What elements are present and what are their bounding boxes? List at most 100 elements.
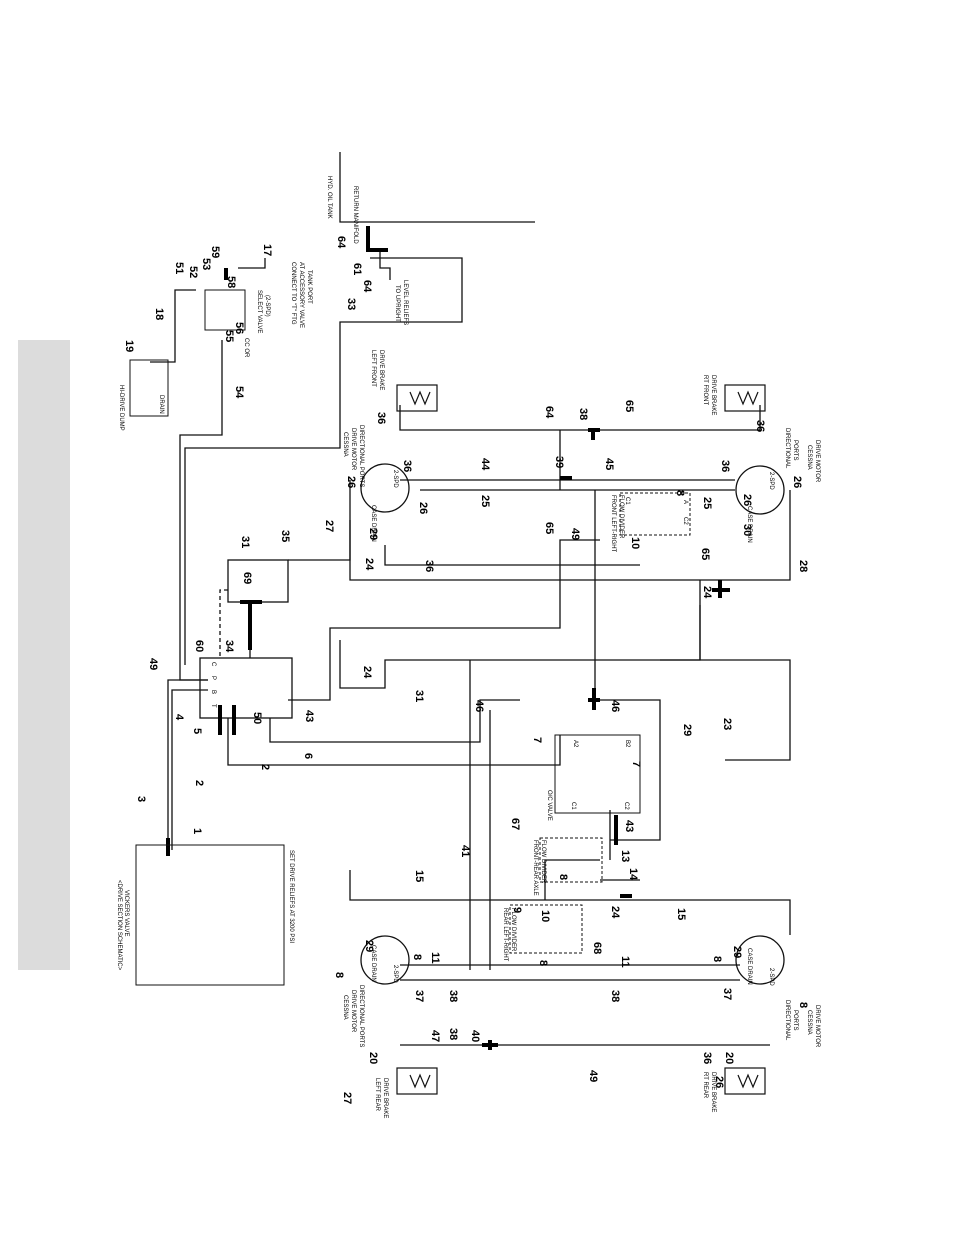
callout: 61 bbox=[351, 263, 363, 275]
callout: 25 bbox=[479, 495, 491, 507]
drive-brakes bbox=[396, 384, 766, 1095]
front-left-directional-ports: DIRECTIONAL PORTS bbox=[358, 425, 364, 487]
line-64-top bbox=[399, 405, 761, 431]
callout: 7 bbox=[630, 761, 642, 767]
vickers-valve bbox=[135, 844, 285, 986]
callout: 26 bbox=[741, 494, 753, 506]
fittings bbox=[166, 226, 730, 1050]
front-right-motor bbox=[735, 465, 785, 515]
callout: 29 bbox=[363, 940, 375, 952]
port-a2-oc: A2 bbox=[572, 740, 578, 748]
left-rear-brake-1: LEFT REAR bbox=[374, 1078, 380, 1112]
callout: 49 bbox=[569, 528, 581, 540]
callout: 5 bbox=[191, 728, 203, 734]
left-front-brake-2: DRIVE BRAKE bbox=[378, 350, 384, 390]
two-speed-fl: 2-SPD bbox=[392, 470, 398, 488]
callout: 36 bbox=[423, 560, 435, 572]
callout: 38 bbox=[577, 408, 589, 420]
line-35 bbox=[384, 545, 640, 566]
rear-left-cessna: CESSNA bbox=[342, 995, 348, 1020]
callout: 17 bbox=[261, 244, 273, 256]
case-drain-fl: CASE DRAIN bbox=[370, 505, 376, 542]
connect-note-2: AT ACCESSORY VALVE bbox=[298, 262, 304, 328]
rear-right-cessna: CESSNA bbox=[806, 1010, 812, 1035]
callout: 34 bbox=[223, 640, 235, 653]
callout: 27 bbox=[341, 1092, 353, 1104]
callout: 39 bbox=[553, 456, 565, 468]
callout: 25 bbox=[701, 497, 713, 509]
port-c1-oc: C1 bbox=[570, 802, 576, 810]
line-41 bbox=[288, 539, 600, 701]
port-c-stack: C bbox=[210, 662, 216, 667]
callout: 67 bbox=[509, 818, 521, 830]
hi-drive-dump-label: HI-DRIVE DUMP bbox=[118, 385, 124, 431]
callout: 24 bbox=[363, 558, 375, 571]
callout: 9 bbox=[511, 907, 523, 913]
line-3 bbox=[167, 679, 208, 850]
line-15 bbox=[349, 870, 791, 935]
callout: 64 bbox=[543, 406, 555, 419]
callout: 65 bbox=[543, 522, 555, 534]
callout: 23 bbox=[721, 718, 733, 730]
rt-rear-brake-2: DRIVE BRAKE bbox=[710, 1072, 716, 1112]
left-rear-brake bbox=[396, 1067, 438, 1095]
callout: 13 bbox=[619, 850, 631, 862]
callout: 60 bbox=[193, 640, 205, 652]
cc-or-label: CC OR bbox=[243, 338, 249, 358]
upright-relief-line bbox=[379, 250, 391, 280]
front-right-drive-motor: DRIVE MOTOR bbox=[814, 440, 820, 483]
rear-left-right-divider bbox=[509, 904, 583, 954]
left-rear-brake-2: DRIVE BRAKE bbox=[382, 1078, 388, 1118]
rear-right-directional: DIRECTIONAL bbox=[784, 1000, 790, 1041]
rt-front-brake-1: RT FRONT bbox=[702, 375, 708, 405]
callout: 7 bbox=[531, 737, 543, 743]
callout: 37 bbox=[413, 990, 425, 1002]
callout: 26 bbox=[417, 502, 429, 514]
front-left-drive-motor: DRIVE MOTOR bbox=[350, 428, 356, 471]
callout: 14 bbox=[627, 868, 639, 881]
select-valve-part: (2-SPD) bbox=[264, 295, 270, 317]
callout: 31 bbox=[239, 536, 251, 548]
callout: 65 bbox=[699, 548, 711, 560]
vickers-title: VICKERS VALVE bbox=[123, 890, 129, 936]
callout: 36 bbox=[375, 412, 387, 424]
two-speed-rl: 2-SPD bbox=[392, 965, 398, 983]
callout: 55 bbox=[223, 330, 235, 342]
callout: 45 bbox=[603, 458, 615, 470]
callout: 58 bbox=[225, 276, 237, 288]
callout: 11 bbox=[619, 956, 631, 968]
callout: 27 bbox=[323, 520, 335, 532]
front-rear-axle-label-1: FRONT-REAR AXLE bbox=[532, 840, 538, 896]
select-valve-label: SELECT VALVE bbox=[256, 290, 262, 333]
line-52 bbox=[179, 340, 223, 681]
callout: 20 bbox=[367, 1052, 379, 1064]
callout: 47 bbox=[429, 1030, 441, 1042]
callout: 11 bbox=[429, 952, 441, 964]
callout: 49 bbox=[147, 658, 159, 670]
port-c1-fd: C1 bbox=[624, 497, 630, 505]
front-right-directional: DIRECTIONAL bbox=[784, 428, 790, 469]
front-left-right-label-2: FLOW DIVIDER bbox=[618, 495, 624, 539]
callout: 36 bbox=[754, 420, 766, 432]
callout: 10 bbox=[629, 537, 641, 549]
return-manifold-label: RETURN MANIFOLD bbox=[352, 186, 358, 244]
callout: 35 bbox=[279, 530, 291, 542]
callout: 29 bbox=[731, 946, 743, 958]
callout: 6 bbox=[302, 753, 314, 759]
line-2-lower bbox=[227, 718, 561, 766]
manifold-block-31 bbox=[227, 559, 289, 603]
vickers-subtitle: <DRIVE SECTION SCHEMATIC> bbox=[116, 880, 122, 971]
callout: 68 bbox=[591, 942, 603, 954]
front-left-right-divider bbox=[619, 492, 691, 536]
callout: 8 bbox=[537, 960, 549, 966]
front-left-motor bbox=[360, 463, 410, 513]
port-p-stack: P bbox=[210, 676, 216, 680]
return-line-61 bbox=[367, 226, 388, 251]
rear-left-right-label-1: REAR LEFT-RIGHT bbox=[502, 908, 508, 962]
line-33 bbox=[219, 589, 228, 658]
callout: 24 bbox=[361, 666, 373, 679]
front-rear-axle-label-2: FLOW DIVIDER bbox=[540, 840, 546, 884]
flow-dividers bbox=[129, 289, 691, 986]
callout: 1 bbox=[191, 828, 203, 834]
rt-front-brake bbox=[724, 384, 766, 412]
